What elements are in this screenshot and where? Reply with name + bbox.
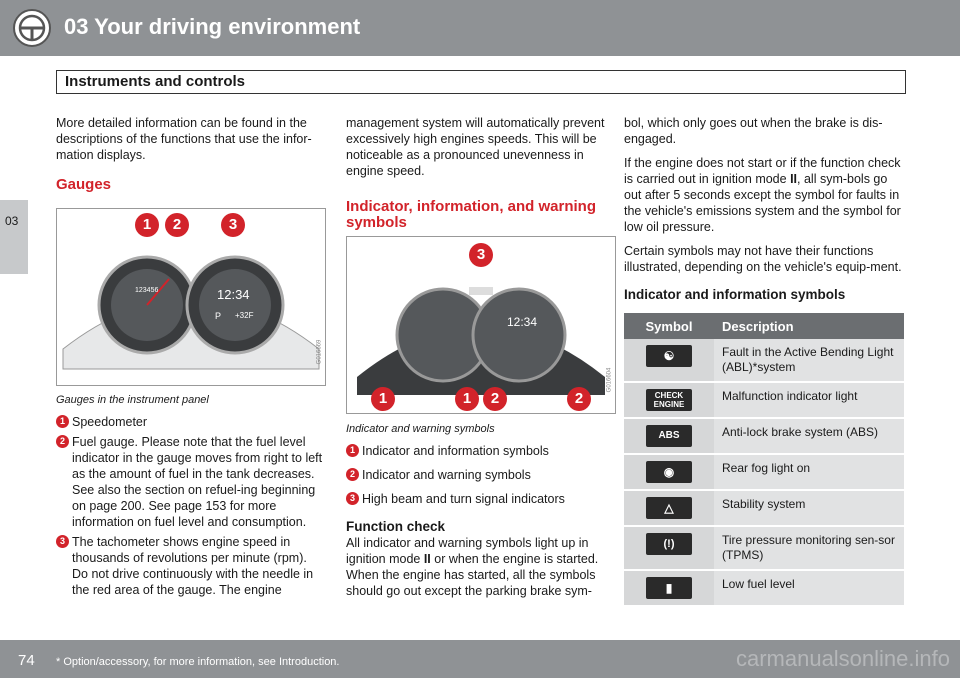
- figure-badge-1: 1: [371, 387, 395, 411]
- symbols-heading: Indicator, information, and warning symb…: [346, 198, 597, 231]
- chapter-header: 03 Your driving environment: [0, 0, 960, 56]
- watermark: carmanualsonline.info: [735, 646, 950, 671]
- figure-badge-3: 3: [221, 213, 245, 237]
- item-text: The tachometer shows engine speed in tho…: [72, 535, 314, 597]
- temperature-readout: +32F: [235, 311, 254, 320]
- section-title: Instruments and controls: [65, 73, 246, 90]
- symbol-description: Anti-lock brake system (ABS): [714, 418, 904, 455]
- column-2-list: Indicator and warning symbols 1 Indicato…: [346, 421, 614, 607]
- rear-fog-light-icon: ◉: [646, 461, 692, 483]
- table-row: ◉ Rear fog light on: [624, 454, 904, 491]
- steering-wheel-icon: [13, 9, 51, 47]
- figure-badge-2: 2: [165, 213, 189, 237]
- symbol-description: Low fuel level: [714, 570, 904, 607]
- table-row: ABS Anti-lock brake system (ABS): [624, 418, 904, 455]
- item-number: 3: [346, 492, 359, 505]
- active-bending-light-icon: ☯: [646, 345, 692, 367]
- clock-readout: 12:34: [217, 287, 250, 302]
- figure-badge-2: 2: [567, 387, 591, 411]
- low-fuel-icon: ▮: [646, 577, 692, 599]
- table-row: (!) Tire pressure monitoring sen-sor (TP…: [624, 526, 904, 571]
- warning-symbols-illustration: [357, 287, 605, 395]
- column-2: management system will automatically pre…: [346, 115, 614, 231]
- figure-code: G016604: [606, 367, 613, 393]
- gauges-caption: Gauges in the instrument panel: [56, 394, 209, 406]
- item-number: 1: [346, 444, 359, 457]
- item-text: Speedometer: [72, 415, 148, 429]
- tire-pressure-icon: (!): [646, 533, 692, 555]
- instrument-panel-illustration: [62, 255, 320, 370]
- gauges-figure: 1 2 3 123456 12:34 P +32F G016669: [56, 208, 326, 386]
- list-item: 3 The tachometer shows engine speed in t…: [56, 534, 324, 598]
- list-item: 2 Fuel gauge. Please note that the fuel …: [56, 434, 324, 530]
- figure-code: G016669: [316, 339, 323, 365]
- paragraph: If the engine does not start or if the f…: [624, 156, 901, 234]
- symbol-description: Malfunction indicator light: [714, 382, 904, 419]
- list-item: 2 Indicator and warning symbols: [346, 467, 614, 483]
- item-number: 3: [56, 535, 69, 548]
- paragraph: bol, which only goes out when the brake …: [624, 116, 883, 146]
- item-number: 2: [56, 435, 69, 448]
- item-text: High beam and turn signal indicators: [362, 492, 565, 506]
- item-text: Indicator and information symbols: [362, 444, 549, 458]
- check-engine-icon: CHECK ENGINE: [646, 389, 692, 411]
- figure-badge-2: 2: [483, 387, 507, 411]
- column-1-list: Gauges in the instrument panel 1 Speedom…: [56, 392, 324, 602]
- odometer-readout: 123456: [135, 287, 159, 294]
- symbol-description: Rear fog light on: [714, 454, 904, 491]
- list-item: 1 Indicator and information symbols: [346, 443, 614, 459]
- symbols-figure: 3 1 1 2 2 12:34 G016604: [346, 236, 616, 414]
- list-item: 3 High beam and turn signal indicators: [346, 491, 614, 507]
- item-number: 2: [346, 468, 359, 481]
- chapter-title: 03 Your driving environment: [64, 14, 361, 39]
- footnote: * Option/accessory, for more information…: [56, 656, 340, 668]
- figure-badge-1: 1: [135, 213, 159, 237]
- function-check-paragraph: All indicator and warning symbols light …: [346, 536, 599, 598]
- table-row: CHECK ENGINE Malfunction indicator light: [624, 382, 904, 419]
- figure-badge-3: 3: [469, 243, 493, 267]
- item-text: Fuel gauge. Please note that the fuel le…: [72, 435, 323, 529]
- continued-paragraph: management system will automatically pre…: [346, 116, 605, 178]
- list-item: 1 Speedometer: [56, 414, 324, 430]
- symbol-description: Tire pressure monitoring sen-sor (TPMS): [714, 526, 904, 571]
- clock-readout: 12:34: [507, 315, 538, 329]
- stability-system-icon: △: [646, 497, 692, 519]
- table-row: ☯ Fault in the Active Bending Light (ABL…: [624, 339, 904, 383]
- table-heading: Indicator and information symbols: [624, 287, 846, 302]
- symbol-description: Fault in the Active Bending Light (ABL)*…: [714, 339, 904, 383]
- gauges-heading: Gauges: [56, 176, 112, 193]
- column-3: bol, which only goes out when the brake …: [624, 115, 904, 303]
- intro-paragraph: More detailed information can be found i…: [56, 116, 312, 162]
- symbols-caption: Indicator and warning symbols: [346, 423, 495, 435]
- abs-icon: ABS: [646, 425, 692, 447]
- column-header-description: Description: [714, 313, 904, 339]
- column-1: More detailed information can be found i…: [56, 115, 324, 193]
- paragraph: Certain symbols may not have their funct…: [624, 244, 902, 274]
- page-number: 74: [18, 652, 35, 669]
- table-row: ▮ Low fuel level: [624, 570, 904, 607]
- figure-badge-1: 1: [455, 387, 479, 411]
- symbols-table: Symbol Description ☯ Fault in the Active…: [624, 313, 904, 607]
- gear-readout: P: [215, 311, 222, 321]
- ignition-mode: II: [423, 552, 431, 566]
- column-header-symbol: Symbol: [624, 313, 714, 339]
- table-row: △ Stability system: [624, 490, 904, 527]
- item-text: Indicator and warning symbols: [362, 468, 531, 482]
- chapter-side-tab: 03: [0, 200, 28, 274]
- table-header-row: Symbol Description: [624, 313, 904, 339]
- function-check-heading: Function check: [346, 519, 446, 534]
- side-tab-label: 03: [5, 214, 19, 228]
- page-footer: 74 * Option/accessory, for more informat…: [0, 640, 960, 678]
- item-number: 1: [56, 415, 69, 428]
- symbol-description: Stability system: [714, 490, 904, 527]
- section-bar: Instruments and controls: [56, 70, 906, 94]
- ignition-mode: II: [790, 172, 798, 186]
